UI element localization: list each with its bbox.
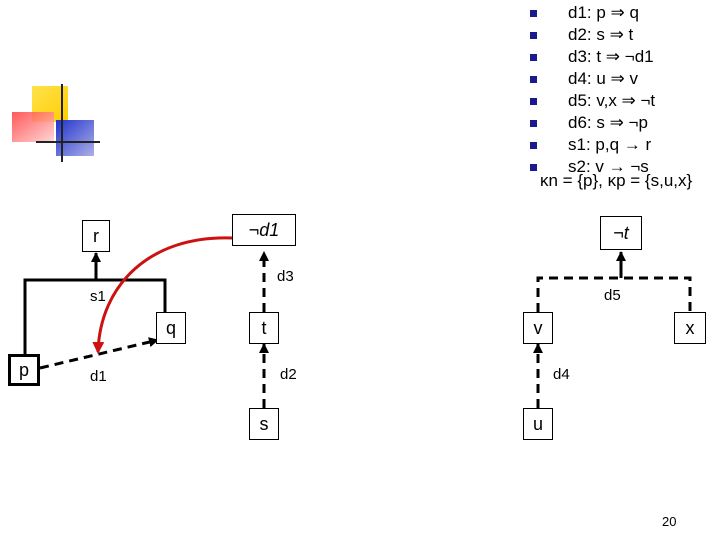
node-s: s [249,408,279,440]
rule-item: d2: s ⇒ t [528,24,718,46]
kappa-sets: κn = {p}, κp = {s,u,x} [540,171,693,190]
node-x: x [674,312,706,344]
defeasible-edge-d5 [536,276,692,312]
rule-item: s1: p,q → r [528,134,718,156]
bullet-square-icon [530,164,537,171]
rule-item: d4: u ⇒ v [528,68,718,90]
logo-graphic [12,84,100,162]
node-v: v [523,312,553,344]
edge-label-d2: d2 [280,366,297,383]
edge-label-d1: d1 [90,368,107,385]
edge-label-s1: s1 [90,288,106,305]
rule-text: d1: p ⇒ q [568,3,639,22]
bullet-square-icon [530,10,537,17]
node-not-d1: ¬d1 [232,214,296,246]
node-r: r [82,220,110,252]
edge-label-d5: d5 [604,287,621,304]
rule-text: d3: t ⇒ ¬d1 [568,47,654,66]
rule-text: d4: u ⇒ v [568,69,639,88]
rule-item: d5: v,x ⇒ ¬t [528,90,718,112]
node-not-t: ¬t [600,216,642,250]
bullet-square-icon [530,76,537,83]
bullet-square-icon [530,120,537,127]
bullet-square-icon [530,32,537,39]
rule-text: d6: s ⇒ ¬p [568,113,648,132]
undercut-attack-arrow [92,236,233,354]
rule-text: d2: s ⇒ t [568,25,634,44]
rule-text: s1: p,q → r [568,135,652,154]
page-number: 20 [662,514,677,529]
node-t: t [249,312,279,344]
edge-label-d4: d4 [553,366,570,383]
rule-text: d5: v,x ⇒ ¬t [568,91,656,110]
defeasible-edge-d1 [39,337,159,370]
node-q: q [156,312,186,344]
rule-item: d3: t ⇒ ¬d1 [528,46,718,68]
strict-edge-s1 [23,252,167,358]
rule-list: d1: p ⇒ q d2: s ⇒ t d3: t ⇒ ¬d1 d4: u ⇒ … [528,0,718,176]
node-u: u [523,408,553,440]
edge-label-d3: d3 [277,268,294,285]
rule-item: d6: s ⇒ ¬p [528,112,718,134]
rule-item: d1: p ⇒ q [528,2,718,24]
bullet-square-icon [530,54,537,61]
logo [10,84,100,164]
node-p: p [8,354,40,386]
bullet-square-icon [530,98,537,105]
bullet-square-icon [530,142,537,149]
rule-item: s2: v → ¬s [528,156,718,178]
rule-text: s2: v → ¬s [568,157,649,176]
